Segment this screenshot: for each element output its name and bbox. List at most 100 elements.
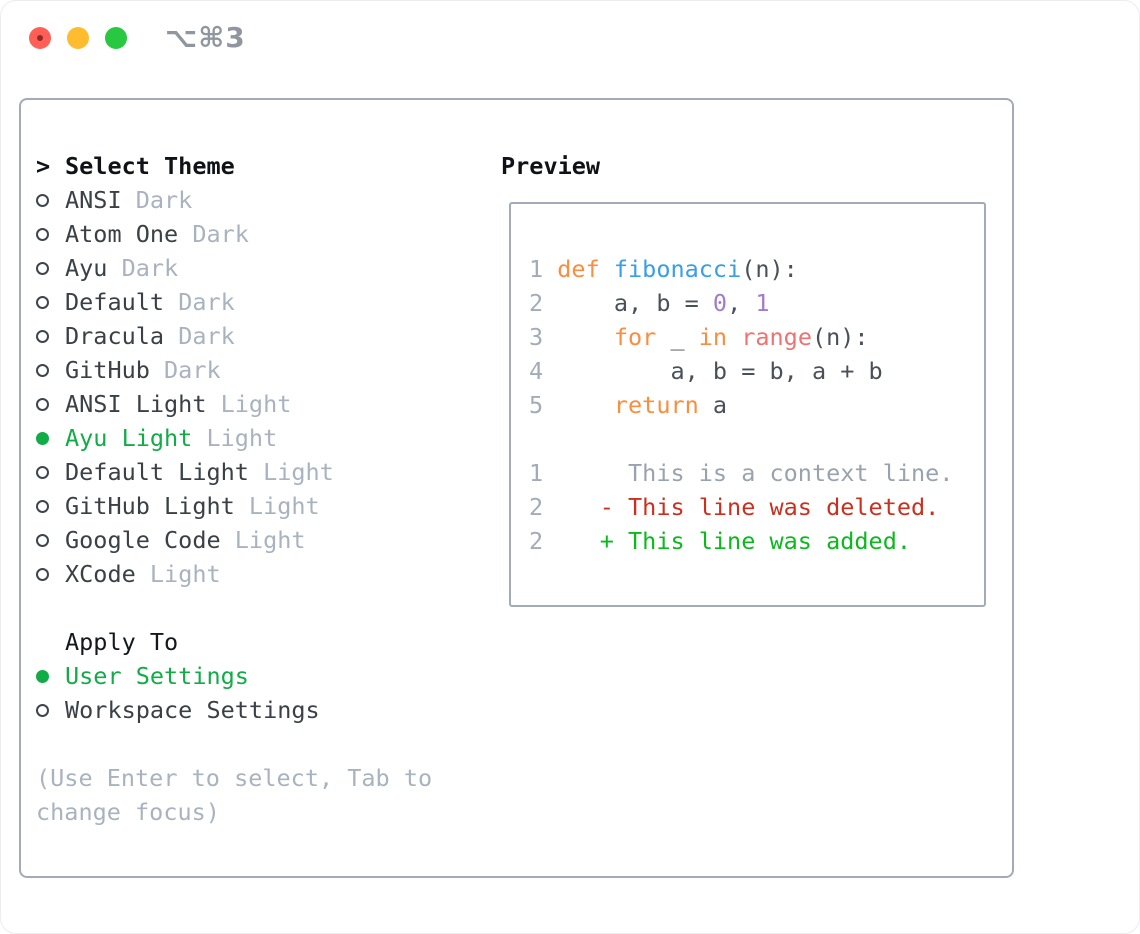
code-text: return a bbox=[613, 391, 728, 419]
code-line: 4 a, b = b, a + b bbox=[529, 354, 984, 388]
theme-variant-label: Light bbox=[248, 458, 334, 486]
radio-circle-icon bbox=[36, 499, 49, 513]
theme-option-google-code[interactable]: Google Code Light bbox=[36, 523, 466, 557]
code-line: 2 + This line was added. bbox=[529, 524, 984, 558]
radio-marker bbox=[36, 669, 65, 683]
theme-option-label: ANSI Light bbox=[65, 390, 207, 418]
theme-selector-header-row: > Select Theme bbox=[36, 149, 466, 183]
radio-circle-icon bbox=[36, 227, 49, 241]
theme-option-label: GitHub bbox=[65, 356, 150, 384]
code-text: + This line was added. bbox=[557, 527, 911, 555]
close-window-button[interactable] bbox=[29, 27, 51, 49]
theme-option-ayu[interactable]: Ayu Dark bbox=[36, 251, 466, 285]
radio-selected-icon bbox=[36, 669, 49, 683]
radio-marker bbox=[36, 261, 65, 275]
radio-circle-icon bbox=[36, 465, 49, 479]
radio-marker bbox=[36, 465, 65, 479]
code-text: a, b = b, a + b bbox=[557, 357, 883, 385]
theme-option-label: ANSI bbox=[65, 186, 122, 214]
radio-marker bbox=[36, 363, 65, 377]
radio-circle-icon bbox=[36, 533, 49, 547]
theme-variant-label: Light bbox=[220, 526, 306, 554]
spacer bbox=[36, 591, 466, 625]
keyboard-hint: (Use Enter to select, Tab to change focu… bbox=[36, 764, 433, 826]
prompt-caret-icon: > bbox=[36, 152, 51, 180]
line-number: 5 bbox=[529, 391, 544, 419]
code-line: 3 for _ in range(n): bbox=[529, 320, 984, 354]
radio-circle-icon bbox=[36, 567, 49, 581]
radio-marker bbox=[36, 567, 65, 581]
apply-to-title: Apply To bbox=[65, 628, 179, 656]
apply-option-user-settings[interactable]: User Settings bbox=[36, 659, 466, 693]
radio-marker bbox=[36, 703, 65, 717]
code-text: This is a context line. bbox=[557, 459, 954, 487]
theme-option-default-light[interactable]: Default Light Light bbox=[36, 455, 466, 489]
theme-option-label: GitHub Light bbox=[65, 492, 235, 520]
radio-selected-icon bbox=[36, 431, 49, 445]
theme-variant-label: Light bbox=[135, 560, 221, 588]
radio-marker bbox=[36, 499, 65, 513]
line-number: 2 bbox=[529, 493, 544, 521]
radio-marker bbox=[36, 533, 65, 547]
radio-circle-icon bbox=[36, 261, 49, 275]
radio-marker bbox=[36, 329, 65, 343]
theme-variant-label: Light bbox=[206, 390, 292, 418]
code-line: 5 return a bbox=[529, 388, 984, 422]
theme-variant-label: Dark bbox=[121, 186, 193, 214]
radio-circle-icon bbox=[36, 703, 49, 717]
code-line: 2 a, b = 0, 1 bbox=[529, 286, 984, 320]
radio-circle-icon bbox=[36, 295, 49, 309]
theme-variant-label: Dark bbox=[149, 356, 221, 384]
radio-circle-icon bbox=[36, 329, 49, 343]
theme-option-github-light[interactable]: GitHub Light Light bbox=[36, 489, 466, 523]
radio-circle-icon bbox=[36, 193, 49, 207]
theme-option-default[interactable]: Default Dark bbox=[36, 285, 466, 319]
apply-option-label: User Settings bbox=[65, 662, 249, 690]
line-number: 4 bbox=[529, 357, 544, 385]
maximize-window-button[interactable] bbox=[105, 27, 127, 49]
theme-option-label: XCode bbox=[65, 560, 136, 588]
theme-option-label: Google Code bbox=[65, 526, 221, 554]
code-text: def fibonacci(n): bbox=[557, 255, 798, 283]
apply-option-workspace-settings[interactable]: Workspace Settings bbox=[36, 693, 466, 727]
theme-option-dracula[interactable]: Dracula Dark bbox=[36, 319, 466, 353]
window-title: ⌥⌘3 bbox=[165, 21, 246, 54]
theme-option-label: Default Light bbox=[65, 458, 249, 486]
theme-selector-title: Select Theme bbox=[65, 152, 235, 180]
code-text: - This line was deleted. bbox=[557, 493, 940, 521]
line-number: 2 bbox=[529, 289, 544, 317]
theme-variant-label: Light bbox=[234, 492, 320, 520]
line-number: 1 bbox=[529, 459, 544, 487]
theme-option-ansi-light[interactable]: ANSI Light Light bbox=[36, 387, 466, 421]
code-line: 1 This is a context line. bbox=[529, 456, 984, 490]
theme-option-ayu-light[interactable]: Ayu Light Light bbox=[36, 421, 466, 455]
spacer bbox=[36, 727, 466, 761]
code-line bbox=[529, 422, 984, 456]
radio-marker bbox=[36, 295, 65, 309]
theme-variant-label: Dark bbox=[164, 322, 235, 350]
theme-option-xcode[interactable]: XCode Light bbox=[36, 557, 466, 591]
theme-option-label: Atom One bbox=[65, 220, 179, 248]
preview-title: Preview bbox=[501, 152, 601, 180]
line-number: 2 bbox=[529, 527, 544, 555]
apply-to-header-row: Apply To bbox=[36, 625, 466, 659]
theme-option-label: Default bbox=[65, 288, 165, 316]
minimize-window-button[interactable] bbox=[67, 27, 89, 49]
code-line: 2 - This line was deleted. bbox=[529, 490, 984, 524]
theme-variant-label: Dark bbox=[164, 288, 235, 316]
code-text: for _ in range(n): bbox=[613, 323, 869, 351]
theme-option-label: Dracula bbox=[65, 322, 165, 350]
theme-variant-label: Dark bbox=[178, 220, 249, 248]
theme-option-ansi[interactable]: ANSI Dark bbox=[36, 183, 466, 217]
theme-variant-label: Dark bbox=[107, 254, 179, 282]
theme-option-github[interactable]: GitHub Dark bbox=[36, 353, 466, 387]
theme-option-atom-one[interactable]: Atom One Dark bbox=[36, 217, 466, 251]
theme-option-label: Ayu bbox=[65, 254, 108, 282]
